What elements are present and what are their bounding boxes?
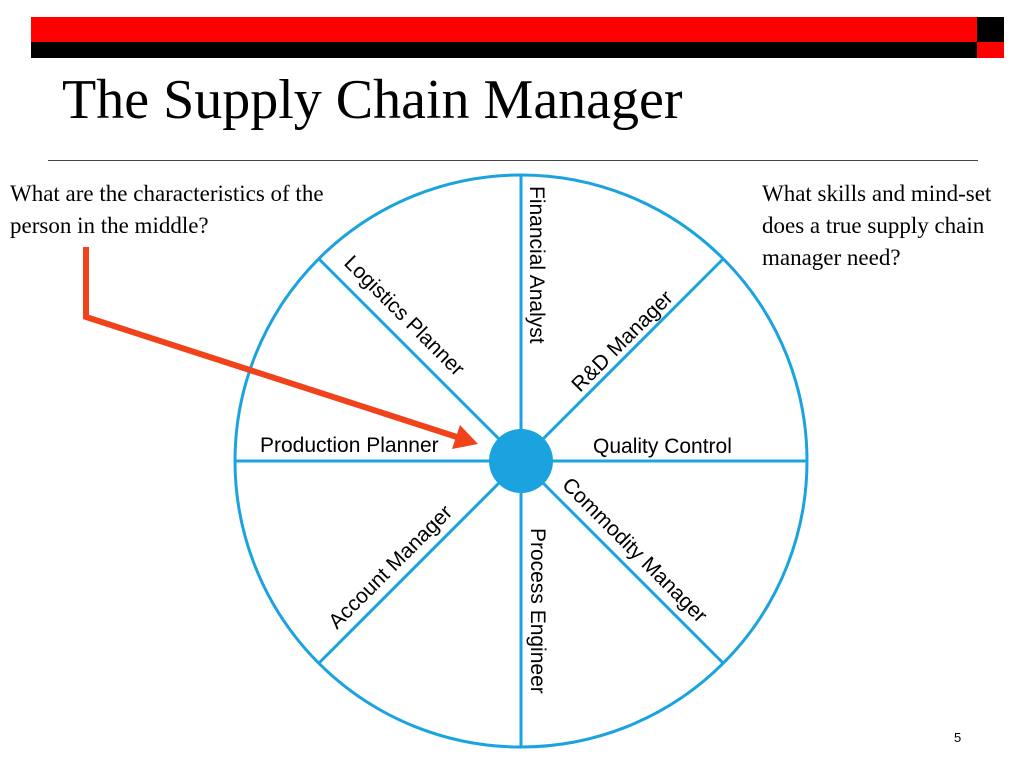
role-label-logistics-planner: Logistics Planner bbox=[339, 251, 468, 380]
spoke-top-left bbox=[317, 257, 523, 463]
corner-box-black bbox=[977, 17, 1004, 42]
spoke-bottom-left bbox=[317, 459, 523, 665]
header-bar-red bbox=[31, 17, 977, 42]
pointer-arrow-line bbox=[83, 247, 461, 441]
page-number: 5 bbox=[954, 730, 962, 745]
role-label-financial-analyst: Financial Analyst bbox=[525, 186, 548, 344]
center-hub bbox=[489, 429, 553, 493]
role-label-quality-control: Quality Control bbox=[593, 435, 732, 458]
left-question-text: What are the characteristics of the pers… bbox=[10, 181, 324, 238]
spoke-bottom-right bbox=[519, 459, 725, 665]
role-label-commodity-manager: Commodity Manager bbox=[557, 473, 711, 627]
spoke-top-right bbox=[519, 257, 725, 463]
role-label-process-engineer: Process Engineer bbox=[526, 528, 549, 694]
title-divider bbox=[48, 160, 978, 161]
slide-title: The Supply Chain Manager bbox=[62, 69, 683, 131]
corner-box-red bbox=[977, 42, 1004, 58]
role-label-production-planner: Production Planner bbox=[260, 434, 439, 457]
header-bar-black bbox=[31, 42, 977, 58]
right-question-text: What skills and mind-set does a true sup… bbox=[762, 181, 992, 270]
pointer-arrow-head bbox=[452, 425, 478, 449]
role-label-rd-manager: R&D Manager bbox=[567, 286, 677, 396]
role-label-account-manager: Account Manager bbox=[324, 501, 457, 634]
